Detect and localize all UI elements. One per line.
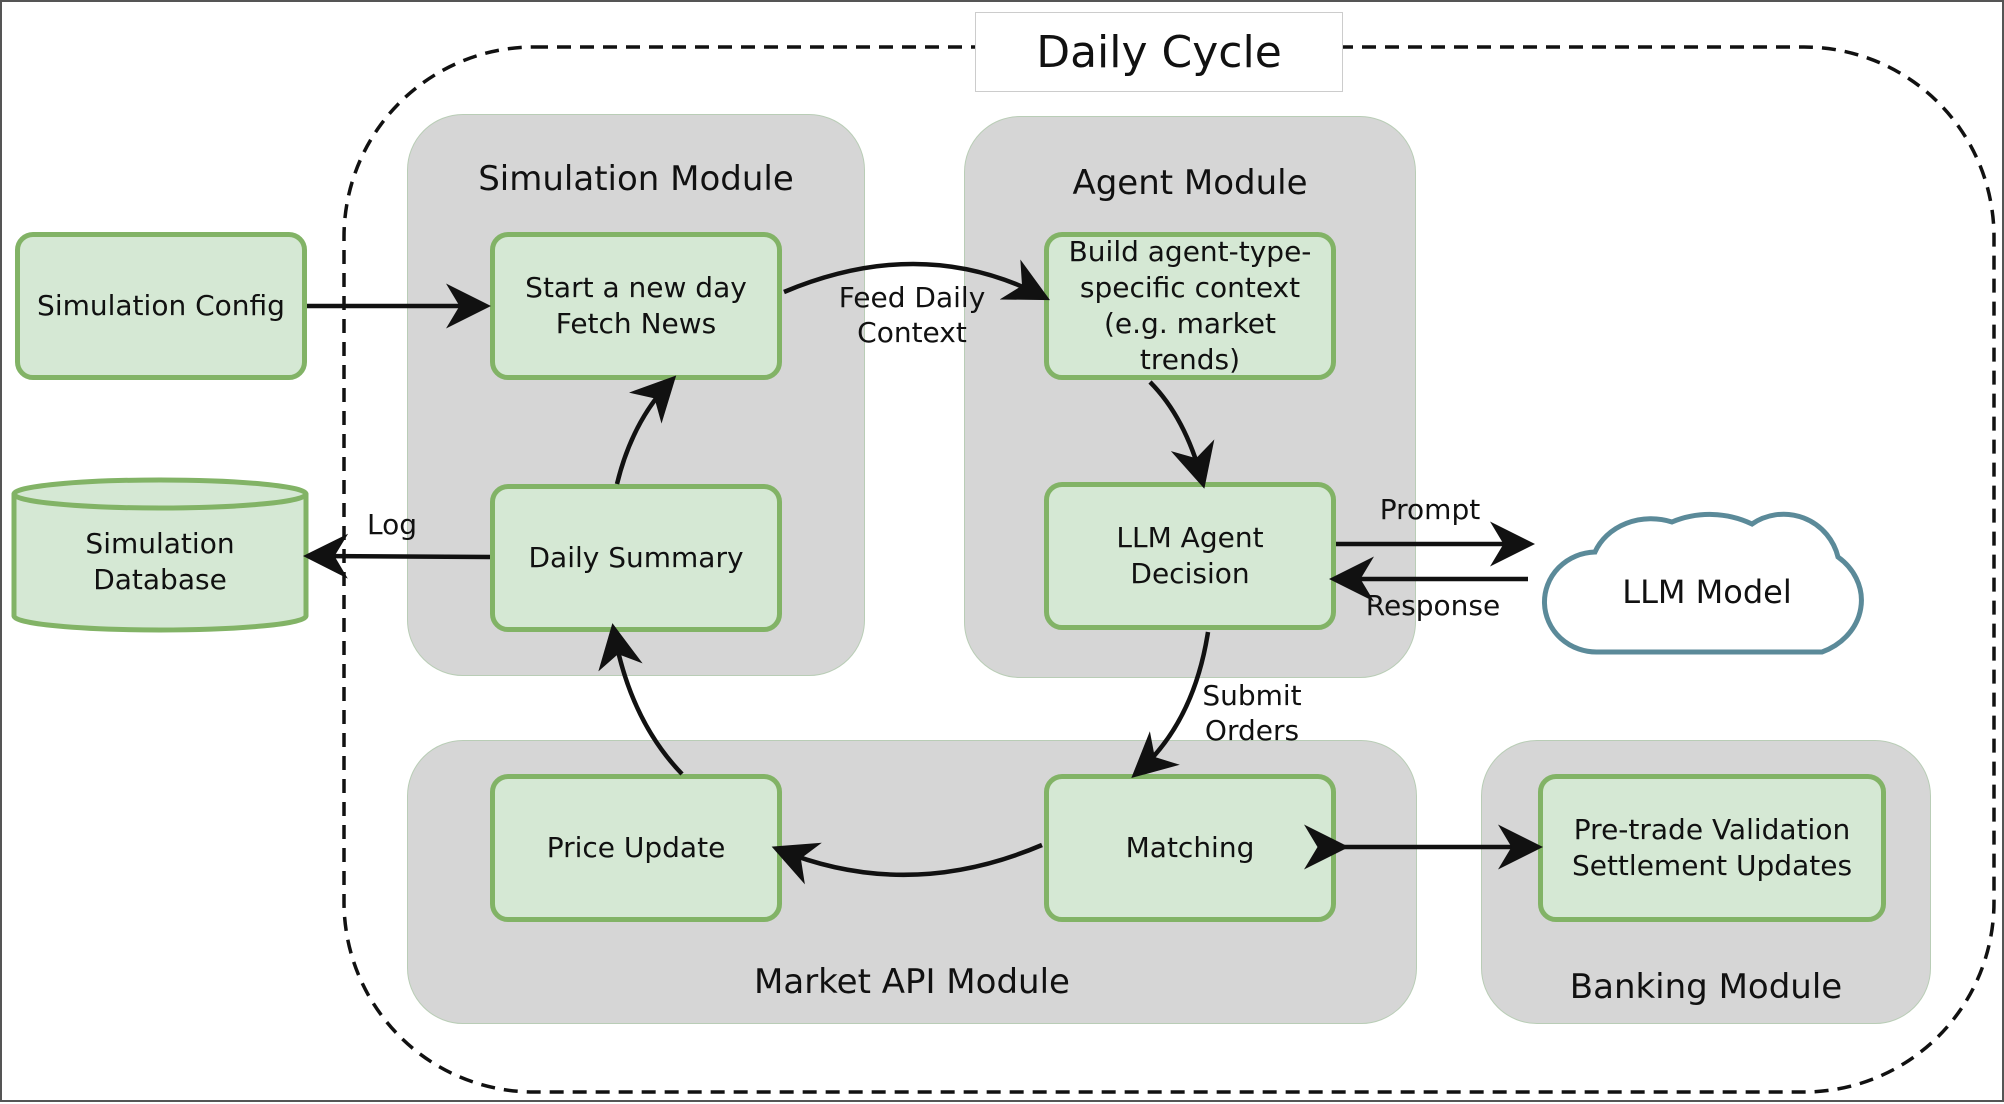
llm-agent-decision-node: LLM Agent Decision — [1044, 482, 1336, 630]
build-context-node: Build agent-type- specific context (e.g.… — [1044, 232, 1336, 380]
agent-module-title: Agent Module — [1072, 163, 1308, 203]
price-update-node: Price Update — [490, 774, 782, 922]
log-arrow — [303, 533, 491, 579]
submit-orders-arrow — [1131, 631, 1211, 778]
price-to-summary-arrow — [598, 623, 684, 776]
simulation-config-node: Simulation Config — [15, 232, 307, 380]
daily-cycle-title: Daily Cycle — [975, 12, 1343, 92]
context-to-decision-arrow — [1148, 380, 1215, 489]
simulation-database-label: Simulation Database — [85, 527, 235, 596]
feed-daily-context-label: Feed Daily Context — [838, 281, 986, 349]
matching-to-price-arrow — [771, 842, 1043, 885]
simulation-module-title: Simulation Module — [478, 159, 794, 199]
response-label: Response — [1365, 589, 1501, 622]
log-label: Log — [366, 508, 417, 541]
llm-model-label: LLM Model — [1622, 573, 1792, 611]
start-new-day-node: Start a new day Fetch News — [490, 232, 782, 380]
feed-context-arrow — [783, 259, 1050, 301]
submit-orders-label: Submit Orders — [1202, 679, 1302, 747]
validation-settlement-node: Pre-trade Validation Settlement Updates — [1538, 774, 1886, 922]
summary-to-start-arrow — [614, 375, 677, 485]
market-api-module-title: Market API Module — [754, 962, 1070, 1002]
banking-module-title: Banking Module — [1569, 967, 1843, 1007]
daily-summary-node: Daily Summary — [490, 484, 782, 632]
prompt-label: Prompt — [1379, 493, 1481, 526]
